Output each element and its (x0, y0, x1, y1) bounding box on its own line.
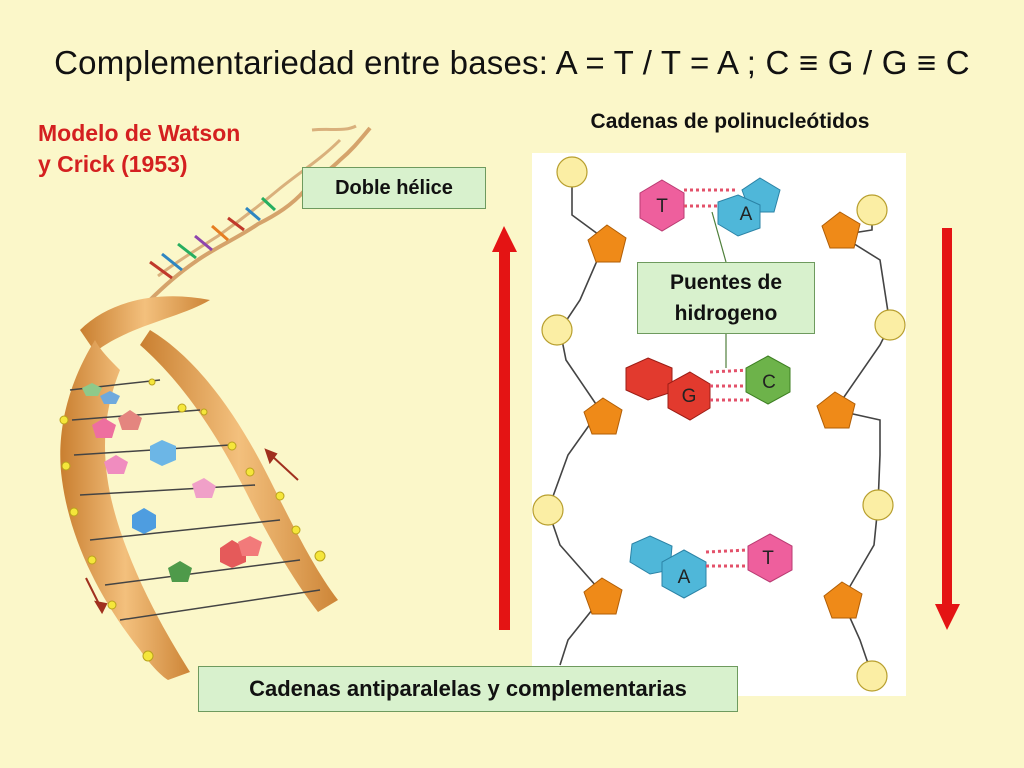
double-helix-label: Doble hélice (302, 167, 486, 209)
helix-base-shapes (82, 383, 262, 582)
phosphate-right-2 (874, 309, 906, 341)
antiparallel-arrow-down (935, 228, 960, 630)
sugar-left-1 (587, 224, 627, 263)
model-label-line2: y Crick (1953) (38, 151, 188, 177)
sugar-right-2 (816, 391, 856, 429)
helix-top-strand (146, 126, 372, 304)
phosphate-left-3 (532, 494, 564, 526)
phosphate-left-1 (556, 156, 588, 188)
phosphate-groups (532, 156, 906, 692)
sugar-right-3 (823, 581, 863, 619)
base-letter-a3: A (678, 567, 691, 588)
helix-phosphate-dots (59, 378, 326, 662)
phosphate-right-4 (856, 660, 888, 692)
base-letter-t1: T (656, 196, 668, 217)
adenine-base-3 (661, 549, 707, 599)
thymine-base-1 (639, 179, 685, 232)
helix-upper-rungs (149, 196, 277, 280)
bridges-line1: Puentes de (669, 271, 783, 294)
helix-ribbon-right (140, 330, 338, 612)
base-letter-t3: T (762, 548, 774, 569)
antiparallel-chains-label: Cadenas antiparalelas y complementarias (198, 666, 738, 712)
adenine-ring-1 (717, 194, 761, 237)
base-letter-g: G (682, 386, 697, 407)
helix-direction-arrows (85, 448, 299, 615)
helix-ribbon-middle (80, 296, 210, 352)
hydrogen-bridges-label: Puentes de hidrogeno (637, 262, 815, 334)
chains-title: Cadenas de polinucleótidos (590, 110, 870, 133)
helix-top-strand-2 (157, 124, 357, 278)
sugar-left-2 (583, 397, 623, 435)
base-letter-c: C (762, 372, 776, 393)
thymine-base-3 (747, 533, 793, 583)
phosphate-right-1 (856, 194, 888, 226)
page-title: Complementariedad entre bases: A = T / T… (54, 44, 970, 81)
guanine-base (667, 371, 711, 421)
bridges-pointer-top (711, 211, 727, 263)
sugar-right-1 (821, 211, 861, 249)
sugar-groups (583, 211, 863, 619)
cytosine-base (745, 355, 791, 405)
guanine-ring-outer (625, 357, 673, 401)
base-letter-a1: A (740, 204, 753, 225)
watson-crick-label: Modelo de Watson y Crick (1953) (38, 118, 240, 180)
phosphate-left-2 (541, 314, 573, 346)
antiparallel-arrow-up (492, 226, 517, 630)
sugar-left-3 (583, 577, 623, 615)
model-label-line1: Modelo de Watson (38, 120, 241, 146)
phosphate-right-3 (862, 489, 894, 521)
bridges-line2: hidrogeno (674, 302, 778, 325)
